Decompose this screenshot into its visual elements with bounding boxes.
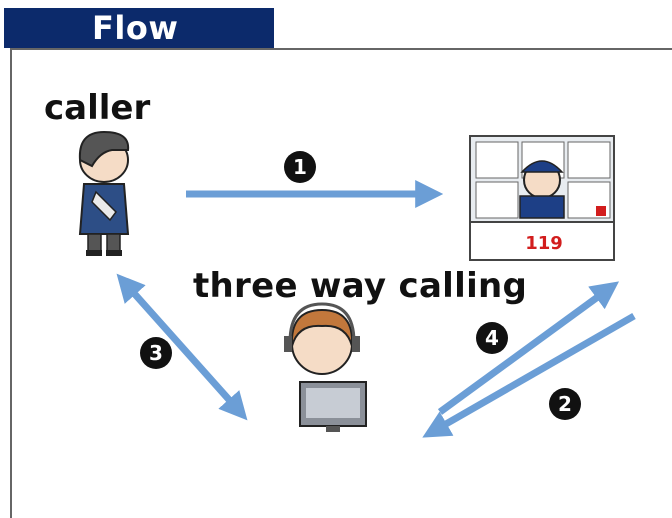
diagram-frame (10, 48, 672, 518)
three-way-calling-label: three way calling (193, 266, 528, 306)
step-2-badge: 2 (549, 388, 581, 420)
step-4-badge: 4 (476, 322, 508, 354)
caller-person-icon (78, 130, 130, 256)
flow-diagram: Flow (4, 8, 672, 518)
operator-headset-icon (284, 302, 367, 432)
header-title: Flow (4, 8, 274, 48)
sign-119: 119 (525, 233, 563, 254)
arrow-step-4 (437, 281, 620, 415)
dispatcher-119-icon (469, 135, 615, 261)
arrow-step-2 (422, 312, 636, 438)
diagram-art (78, 130, 636, 438)
arrow-step-3 (116, 273, 248, 421)
step-3-badge: 3 (140, 337, 172, 369)
caller-label: caller (44, 88, 151, 128)
step-1-badge: 1 (284, 151, 316, 183)
